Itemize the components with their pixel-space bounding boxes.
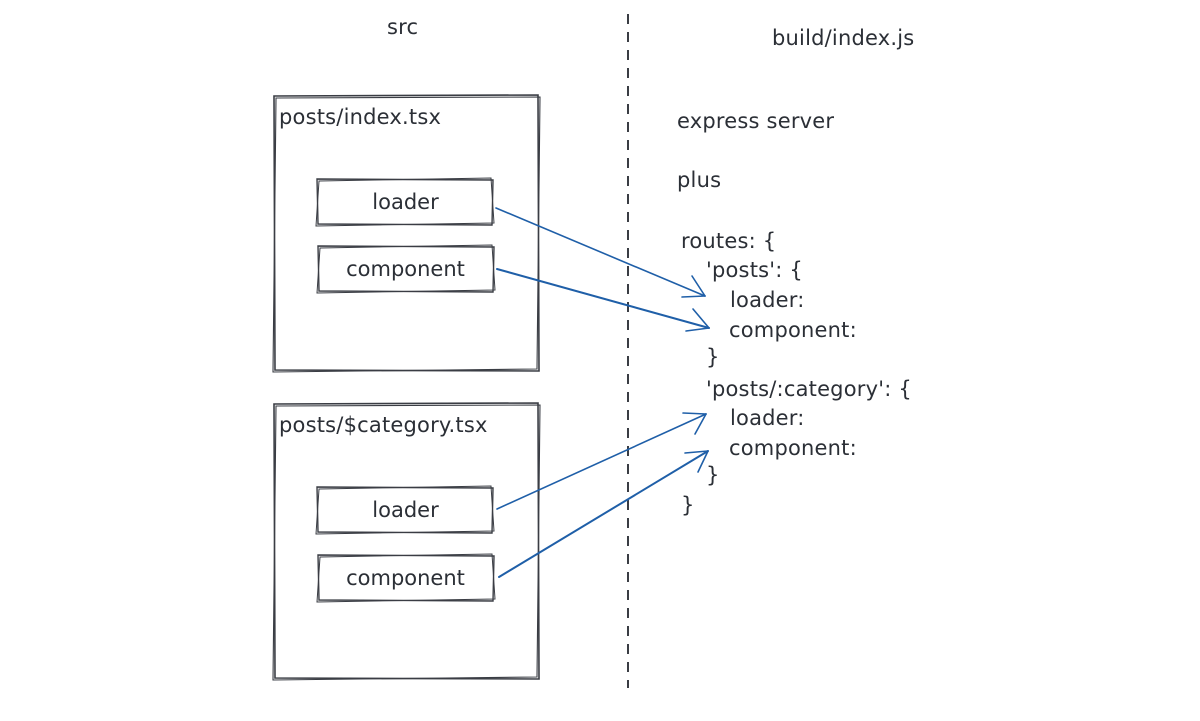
loader-label-1: loader [372, 190, 439, 214]
component-label-1: component [346, 257, 465, 281]
arrow-component-1 [496, 268, 710, 332]
route-category-component: component: [729, 436, 857, 460]
route-posts-loader: loader: [730, 288, 805, 312]
arrow-loader-1 [495, 207, 706, 298]
routes-close: } [681, 493, 695, 517]
component-box-2 [316, 553, 496, 603]
src-header: src [387, 15, 419, 39]
file-name-2: posts/$category.tsx [279, 413, 488, 437]
route-posts-close: } [706, 345, 720, 369]
loader-box-1 [315, 177, 495, 227]
build-plus-text: plus [677, 168, 722, 192]
routes-open: routes: { [681, 229, 777, 253]
arrow-loader-2 [496, 412, 707, 510]
file-name-1: posts/index.tsx [279, 105, 442, 129]
loader-label-2: loader [372, 498, 439, 522]
build-header: build/index.js [772, 26, 915, 50]
route-category-loader: loader: [730, 406, 805, 430]
route-category-open: 'posts/:category': { [706, 377, 912, 401]
loader-box-2 [315, 485, 495, 535]
route-category-close: } [706, 463, 720, 487]
component-label-2: component [346, 566, 465, 590]
route-posts-component: component: [729, 318, 857, 342]
file-box-1 [272, 94, 541, 373]
component-box-1 [316, 244, 496, 294]
arrow-component-2 [498, 450, 709, 578]
file-box-2 [272, 402, 541, 681]
build-server-text: express server [677, 109, 835, 133]
route-posts-open: 'posts': { [706, 258, 803, 282]
